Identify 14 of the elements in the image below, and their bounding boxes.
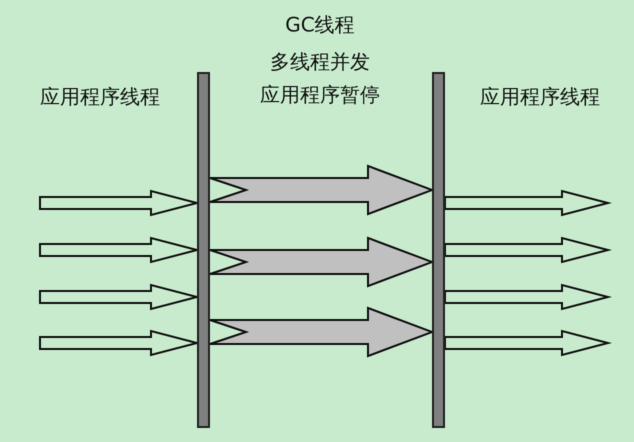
block-arrow — [444, 284, 612, 310]
heading-text: 应用程序线程 — [40, 84, 160, 110]
block-arrow — [444, 236, 612, 264]
block-arrow — [444, 190, 612, 216]
heading-text: GC线程 — [285, 12, 355, 38]
block-arrow — [444, 330, 612, 356]
vertical-bar — [432, 72, 445, 428]
block-arrow — [209, 236, 435, 288]
vertical-bar — [197, 72, 210, 428]
heading-text: 多线程并发 — [270, 48, 370, 76]
heading-text: 应用程序暂停 — [260, 82, 380, 108]
block-arrow — [209, 306, 435, 358]
block-arrow — [209, 164, 435, 216]
heading-text: 应用程序线程 — [480, 84, 600, 110]
